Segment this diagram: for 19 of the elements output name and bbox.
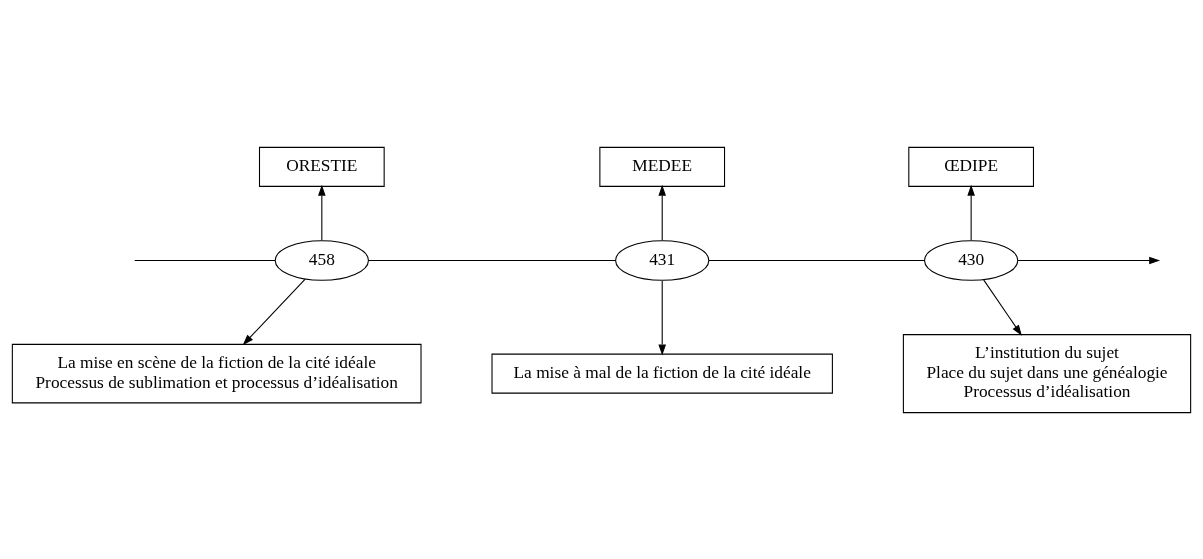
node-box: La mise en scène de la fiction de la cité idéale Processus de sublimation et processus d’idéalisation: [11, 343, 422, 403]
connector: [134, 259, 276, 261]
connector: [368, 259, 616, 261]
arrow: [967, 184, 975, 241]
arrow: [242, 278, 306, 345]
arrow: [318, 184, 326, 241]
node-box: ŒDIPE: [908, 146, 1034, 187]
node-box: La mise à mal de la fiction de la cité idéale: [491, 353, 833, 394]
node-box: L’institution du sujet Place du sujet dans une généalogie Processus d’idéalisation: [902, 333, 1192, 413]
connector: [708, 259, 925, 261]
node-box: MEDEE: [599, 146, 726, 187]
node-box: ORESTIE: [258, 146, 385, 187]
arrow: [1017, 256, 1161, 264]
node-ellipse: 458: [274, 239, 369, 281]
arrow: [658, 279, 666, 355]
arrow: [983, 278, 1022, 336]
node-ellipse: 431: [615, 239, 710, 281]
node-ellipse: 430: [924, 239, 1019, 281]
arrow: [658, 184, 666, 241]
